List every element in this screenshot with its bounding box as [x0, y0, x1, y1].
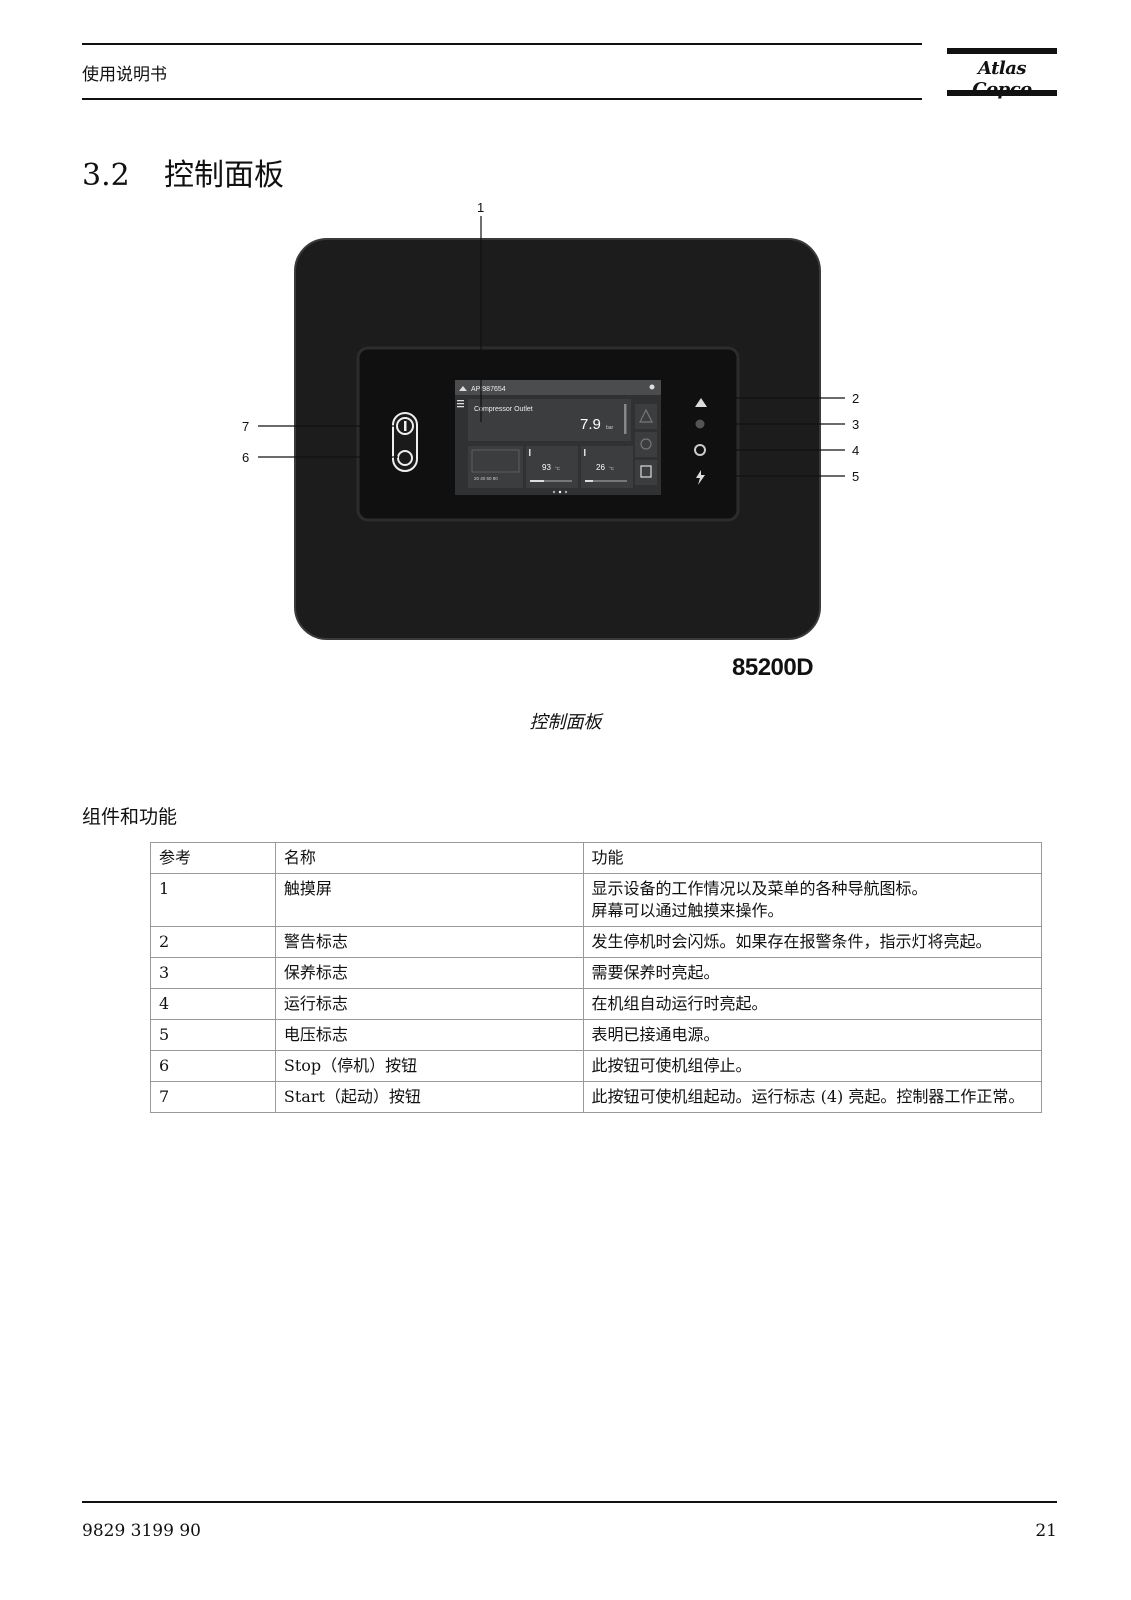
screen-navigation-icon — [640, 465, 652, 478]
cell-name: 运行标志 — [274, 988, 584, 1020]
column-header-ref: 参考 — [150, 842, 276, 874]
thermometer-icon — [529, 449, 531, 456]
table-row: 7 Start（起动）按钮 此按钮可使机组起动。运行标志 (4) 亮起。控制器工… — [150, 1081, 1043, 1113]
cell-function-line: 显示设备的工作情况以及菜单的各种导航图标。 — [591, 879, 928, 898]
table-row: 2 警告标志 发生停机时会闪烁。如果存在报警条件，指示灯将亮起。 — [150, 926, 1043, 958]
cell-function-line: 屏幕可以通过触摸来操作。 — [591, 901, 784, 920]
cell-ref: 3 — [150, 957, 276, 989]
figure-caption: 控制面板 — [529, 712, 602, 733]
cell-name: 触摸屏 — [274, 873, 584, 927]
run-lamp-icon — [694, 444, 706, 456]
cell-ref: 2 — [150, 926, 276, 958]
pressure-value: 7.9 — [580, 416, 601, 433]
cell-ref: 1 — [150, 873, 276, 927]
components-heading: 组件和功能 — [82, 806, 178, 828]
user-icon[interactable] — [649, 384, 655, 390]
callout-5: 5 — [852, 469, 859, 484]
table-row: 1 触摸屏 显示设备的工作情况以及菜单的各种导航图标。屏幕可以通过触摸来操作。 — [150, 873, 1043, 927]
temperature-2-level-bar — [585, 480, 593, 482]
screen-header-id: API987654 — [471, 386, 506, 393]
start-icon — [404, 421, 407, 431]
temperature-1-value: 93 — [542, 463, 551, 472]
callout-7: 7 — [242, 419, 249, 434]
callout-4: 4 — [852, 443, 859, 458]
touch-screen[interactable]: API987654 Compressor Outlet 7.9 bar 20 4… — [455, 380, 661, 495]
table-row: 6 Stop（停机）按钮 此按钮可使机组停止。 — [150, 1050, 1043, 1082]
history-widget[interactable] — [468, 446, 523, 488]
screen-warning-button[interactable] — [635, 404, 657, 429]
header-title: 使用说明书 — [82, 65, 167, 85]
warning-lamp-icon — [695, 398, 707, 407]
service-lamp-icon — [695, 419, 705, 429]
page-number: 21 — [1035, 1521, 1057, 1541]
column-header-name: 名称 — [274, 842, 584, 874]
document-number: 9829 3199 90 — [82, 1521, 201, 1541]
screen-navigation-button[interactable] — [635, 460, 657, 485]
page-indicator-dot — [564, 490, 568, 494]
cell-function: 发生停机时会闪烁。如果存在报警条件，指示灯将亮起。 — [582, 926, 1043, 958]
pressure-level-bar — [624, 404, 627, 434]
control-panel-figure: API987654 Compressor Outlet 7.9 bar 20 4… — [242, 200, 859, 640]
pressure-unit: bar — [606, 425, 614, 431]
thermometer-icon — [584, 449, 586, 456]
callout-lines — [258, 216, 845, 477]
table-row: 4 运行标志 在机组自动运行时亮起。 — [150, 988, 1043, 1020]
voltage-lamp-icon — [696, 470, 705, 485]
table-row: 3 保养标志 需要保养时亮起。 — [150, 957, 1043, 989]
cell-function: 需要保养时亮起。 — [582, 957, 1043, 989]
figure-code: 85200D — [732, 654, 814, 681]
history-scale: 20 40 60 80 — [474, 476, 498, 481]
logo-bar-bottom — [947, 90, 1057, 96]
temperature-2-unit: °C — [609, 466, 615, 471]
temperature-2-value: 26 — [596, 463, 605, 472]
cell-ref: 7 — [150, 1081, 276, 1113]
cell-ref: 5 — [150, 1019, 276, 1051]
page-indicator-dot — [552, 490, 556, 494]
section-title: 3.2 控制面板 — [82, 150, 284, 194]
stop-button[interactable] — [397, 450, 413, 466]
section-number: 3.2 — [82, 158, 130, 193]
screen-warning-icon — [639, 408, 653, 423]
cell-name: Start（起动）按钮 — [274, 1081, 584, 1113]
screen-service-icon — [640, 438, 652, 450]
cell-function: 在机组自动运行时亮起。 — [582, 988, 1043, 1020]
header-rule-bottom — [82, 98, 922, 100]
table-header-row: 参考 名称 功能 — [150, 842, 1043, 874]
cell-name: 电压标志 — [274, 1019, 584, 1051]
header-rule-top — [82, 43, 922, 45]
callout-3: 3 — [852, 417, 859, 432]
callout-6: 6 — [242, 450, 249, 465]
cell-ref: 6 — [150, 1050, 276, 1082]
cell-name: Stop（停机）按钮 — [274, 1050, 584, 1082]
page-indicator-dot — [558, 490, 562, 494]
atlas-copco-logo: Atlas Copco — [947, 48, 1057, 100]
home-icon[interactable] — [459, 386, 467, 391]
history-graph — [471, 449, 520, 473]
cell-function: 显示设备的工作情况以及菜单的各种导航图标。屏幕可以通过触摸来操作。 — [582, 873, 1043, 927]
cell-function: 表明已接通电源。 — [582, 1019, 1043, 1051]
cell-function: 此按钮可使机组起动。运行标志 (4) 亮起。控制器工作正常。 — [582, 1081, 1043, 1113]
callout-1: 1 — [477, 200, 484, 215]
temperature-1-level-bar — [530, 480, 544, 482]
outlet-label: Compressor Outlet — [474, 406, 533, 413]
outlet-widget[interactable] — [468, 399, 631, 441]
menu-icon[interactable] — [457, 400, 464, 402]
screen-header-bar — [455, 380, 661, 395]
callout-2: 2 — [852, 391, 859, 406]
logo-bar-top — [947, 48, 1057, 54]
cell-ref: 4 — [150, 988, 276, 1020]
cell-name: 保养标志 — [274, 957, 584, 989]
cell-function: 此按钮可使机组停止。 — [582, 1050, 1043, 1082]
table-row: 5 电压标志 表明已接通电源。 — [150, 1019, 1043, 1051]
temperature-1-unit: °C — [555, 466, 561, 471]
column-header-function: 功能 — [582, 842, 1043, 874]
footer-rule — [82, 1501, 1057, 1503]
screen-service-button[interactable] — [635, 432, 657, 457]
section-title-text: 控制面板 — [164, 158, 284, 193]
components-table: 参考 名称 功能 1 触摸屏 显示设备的工作情况以及菜单的各种导航图标。屏幕可以… — [150, 842, 1043, 1113]
cell-name: 警告标志 — [274, 926, 584, 958]
